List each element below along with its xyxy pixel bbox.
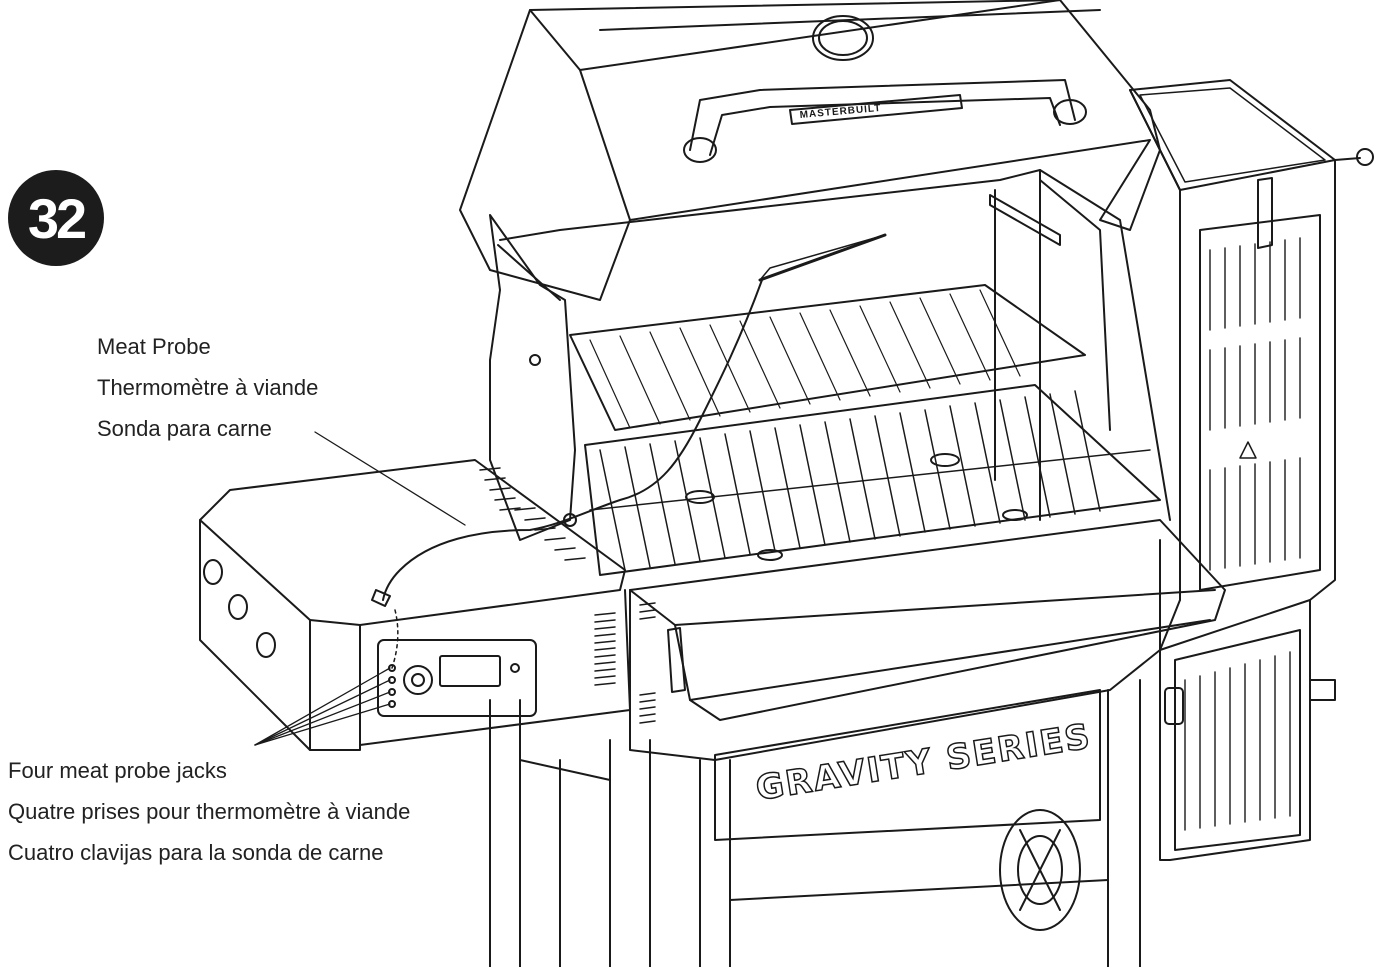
front-panel <box>714 689 1101 841</box>
meat-probe-label-en: Meat Probe <box>97 334 211 359</box>
step-number: 32 <box>27 186 87 250</box>
leader-lines <box>254 431 466 746</box>
svg-text:GRAVITY SERIES: GRAVITY SERIES <box>753 716 1094 809</box>
meat-probe-callout: Meat Probe Thermomètre à viande Sonda pa… <box>97 326 318 449</box>
meat-probe <box>371 233 887 669</box>
cook-chamber <box>499 169 1226 761</box>
charcoal-hopper <box>1129 79 1374 861</box>
brand-plate: GRAVITY SERIES <box>752 716 1095 810</box>
probe-jacks-callout: Four meat probe jacks Quatre prises pour… <box>8 750 410 873</box>
wheel <box>999 809 1081 931</box>
side-shelf <box>199 459 631 751</box>
probe-jacks-label-fr: Quatre prises pour thermomètre à viande <box>8 799 411 824</box>
meat-probe-label-fr: Thermomètre à viande <box>97 375 319 400</box>
meat-probe-label-es: Sonda para carne <box>97 416 272 441</box>
cart-frame <box>489 679 1141 967</box>
step-number-badge: 32 <box>8 170 104 266</box>
probe-jacks-label-es: Cuatro clavijas para la sonda de carne <box>8 840 384 865</box>
grill-lid <box>459 0 1161 541</box>
probe-jacks-label-en: Four meat probe jacks <box>8 758 227 783</box>
